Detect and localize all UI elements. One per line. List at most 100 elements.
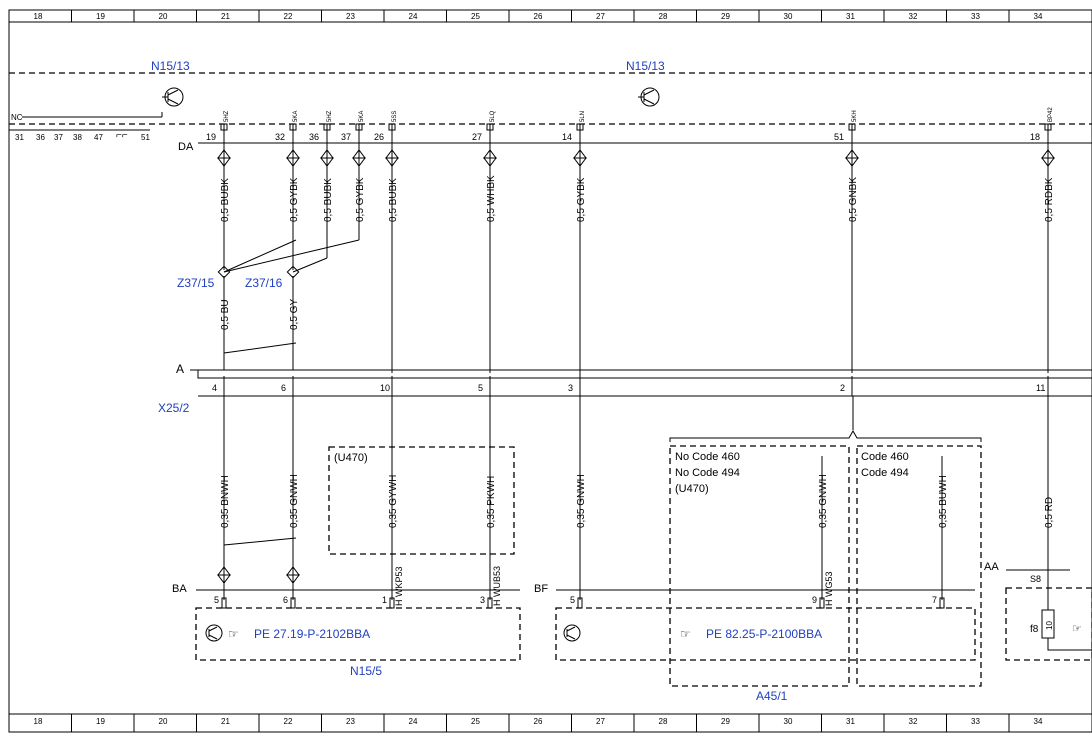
da-pin-number: 19 bbox=[206, 132, 216, 142]
da-pin-signal: 5KH bbox=[852, 110, 858, 122]
grid-column-label: 19 bbox=[96, 717, 105, 726]
grid-column-label: 30 bbox=[784, 12, 793, 21]
grid-column-label: 27 bbox=[596, 717, 605, 726]
splice-label: H WUB53 bbox=[492, 566, 502, 606]
x25-2-label: X25/2 bbox=[158, 401, 190, 415]
x25-pin-number: 3 bbox=[568, 383, 573, 393]
wire-color-label: 0,35 BNWH bbox=[220, 475, 231, 528]
nc-label: NC bbox=[11, 113, 23, 122]
wire-color-label: 0,35 PKWH bbox=[486, 476, 497, 528]
grid-column-label: 25 bbox=[471, 12, 480, 21]
reference-hand-icon: ☞ bbox=[680, 627, 691, 641]
no-code-494-label: No Code 494 bbox=[675, 467, 740, 479]
grid-column-label: 29 bbox=[721, 12, 730, 21]
grid-column-label: 34 bbox=[1034, 12, 1043, 21]
splice-z37-16 bbox=[286, 265, 300, 279]
code-box bbox=[856, 445, 982, 687]
grid-column-label: 23 bbox=[346, 717, 355, 726]
pin-number: 36 bbox=[36, 133, 45, 142]
grid-column-label: 26 bbox=[534, 717, 543, 726]
bf-pin-number: 7 bbox=[932, 595, 937, 605]
x25-pin-number: 2 bbox=[840, 383, 845, 393]
wire-color-label: 0,35 GNWH bbox=[818, 474, 829, 528]
grid-column-label: 23 bbox=[346, 12, 355, 21]
u470-box-middle bbox=[328, 446, 515, 555]
wire-color-label: 0,5 BU bbox=[220, 299, 231, 330]
connector-arrow-icon bbox=[845, 149, 859, 167]
da-pin-number: 32 bbox=[275, 132, 285, 142]
da-pin-number: 14 bbox=[562, 132, 572, 142]
da-pin-signal: 5LQ bbox=[490, 110, 496, 122]
z37-16-label: Z37/16 bbox=[245, 276, 283, 290]
connector-arrow-icon bbox=[217, 566, 231, 584]
connector-arrow-icon bbox=[286, 566, 300, 584]
grid-column-label: 22 bbox=[284, 12, 293, 21]
grid-column-label: 22 bbox=[284, 717, 293, 726]
x25-pin-number: 10 bbox=[380, 383, 390, 393]
a-label: A bbox=[176, 362, 184, 376]
n15-5-box bbox=[195, 607, 521, 661]
n15-13-label-left: N15/13 bbox=[151, 59, 190, 73]
da-pin-number: 37 bbox=[341, 132, 351, 142]
switch-icon: ⌐⌐ bbox=[116, 130, 128, 141]
grid-column-label: 32 bbox=[909, 12, 918, 21]
da-pin-number: 18 bbox=[1030, 132, 1040, 142]
z37-15-label: Z37/15 bbox=[177, 276, 215, 290]
reference-hand-icon: ☞ bbox=[228, 627, 239, 641]
transistor-icon bbox=[638, 87, 660, 107]
wire-color-label: 0,5 GYBK bbox=[289, 177, 300, 222]
s8-label: S8 bbox=[1030, 574, 1041, 584]
connector-arrow-icon bbox=[286, 149, 300, 167]
grid-column-label: 18 bbox=[34, 12, 43, 21]
connector-arrow-icon bbox=[217, 149, 231, 167]
wire-color-label: 0,5 GYBK bbox=[576, 177, 587, 222]
diagram-frame bbox=[8, 9, 1092, 733]
grid-column-label: 34 bbox=[1034, 717, 1043, 726]
transistor-icon bbox=[205, 624, 223, 642]
grid-column-label: 18 bbox=[34, 717, 43, 726]
wire-color-label: 0,5 BUBK bbox=[388, 178, 399, 222]
da-pin-number: 51 bbox=[834, 132, 844, 142]
grid-column-label: 24 bbox=[409, 12, 418, 21]
wire-color-label: 0,5 GYBK bbox=[355, 177, 366, 222]
f8-value: 10 bbox=[1045, 621, 1054, 630]
pe-reference-right: PE 82.25-P-2100BBA bbox=[706, 627, 822, 641]
wire-color-label: 0,5 RDBK bbox=[1044, 177, 1055, 222]
pin-number: 31 bbox=[15, 133, 24, 142]
wire-color-label: 0,5 GY bbox=[289, 299, 300, 330]
grid-column-label: 20 bbox=[159, 12, 168, 21]
wire-color-label: 0,5 GNBK bbox=[848, 177, 859, 222]
wire-color-label: 0,5 RD bbox=[1044, 497, 1055, 528]
connector-arrow-icon bbox=[483, 149, 497, 167]
da-label: DA bbox=[178, 141, 194, 153]
grid-column-label: 33 bbox=[971, 12, 980, 21]
aa-label: AA bbox=[984, 561, 999, 573]
grid-column-label: 32 bbox=[909, 717, 918, 726]
grid-column-label: 33 bbox=[971, 717, 980, 726]
x25-pin-number: 5 bbox=[478, 383, 483, 393]
f8-label: f8 bbox=[1030, 624, 1039, 635]
pin-number: 38 bbox=[73, 133, 82, 142]
da-pin-signal: BP42 bbox=[1048, 107, 1054, 122]
da-pin-number: 36 bbox=[309, 132, 319, 142]
transistor-icon bbox=[563, 624, 581, 642]
wire-color-label: 0,35 GNWH bbox=[576, 474, 587, 528]
ba-pin-number: 1 bbox=[382, 595, 387, 605]
da-pin-signal: 5HZ bbox=[224, 110, 230, 122]
wire-color-label: 0,5 BUBK bbox=[323, 178, 334, 222]
da-pin-signal: 5SS bbox=[392, 111, 398, 122]
twisted-pair-labels: 0,5 BU 0,5 GY bbox=[220, 299, 300, 330]
splice-label: H WG53 bbox=[824, 571, 834, 606]
grid-column-label: 28 bbox=[659, 717, 668, 726]
bf-pin-number: 9 bbox=[812, 595, 817, 605]
ba-pin-number: 5 bbox=[214, 595, 219, 605]
wire-color-label: 0,35 GYWH bbox=[388, 475, 399, 528]
x25-pin-number: 11 bbox=[1036, 383, 1045, 393]
ba-pin-number: 6 bbox=[283, 595, 288, 605]
wire-color-label: 0,35 BUWH bbox=[938, 475, 949, 528]
connector-arrow-icon bbox=[1041, 149, 1055, 167]
